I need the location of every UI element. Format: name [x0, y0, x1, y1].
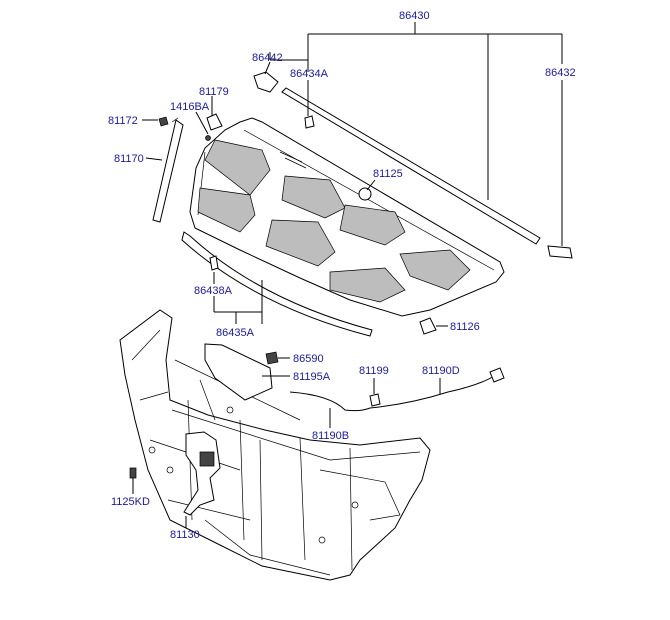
label-1125KD: 1125KD	[111, 496, 150, 508]
clip-81179	[206, 113, 223, 131]
cable-end	[489, 367, 505, 383]
label-86432: 86432	[545, 67, 576, 79]
label-81170: 81170	[114, 153, 144, 165]
strip-end-cap	[547, 245, 573, 259]
hood-pocket	[281, 175, 346, 219]
label-81179: 81179	[199, 86, 229, 98]
label-86590: 86590	[293, 353, 324, 365]
bracket-81195A	[204, 343, 273, 401]
front-frame	[119, 309, 431, 581]
label-86438A: 86438A	[194, 285, 233, 297]
bolt-81172	[158, 116, 169, 127]
leader-lines	[132, 22, 563, 528]
hood-pocket	[197, 187, 256, 233]
label-86434A: 86434A	[290, 68, 329, 80]
stay-rod-81170	[152, 119, 184, 223]
hood-panel	[189, 117, 505, 317]
hood-pocket	[265, 219, 336, 267]
clip-86590	[265, 351, 279, 365]
label-81195A: 81195A	[293, 371, 331, 383]
label-81130: 81130	[170, 529, 200, 541]
cable-81190	[289, 374, 497, 412]
pin-86438A	[209, 255, 219, 271]
label-81199: 81199	[359, 365, 389, 377]
seal-strip-86435A	[181, 231, 373, 337]
hood-pocket	[339, 204, 406, 246]
hood-pocket	[399, 249, 471, 291]
weatherstrip-86432	[281, 87, 541, 245]
label-81172: 81172	[108, 115, 138, 127]
bolt-1125KD	[129, 467, 137, 479]
label-81126: 81126	[450, 321, 480, 333]
label-81190D: 81190D	[422, 365, 460, 377]
label-81125: 81125	[373, 168, 403, 180]
bolt-1416BA	[205, 135, 211, 141]
label-1416BA: 1416BA	[170, 101, 210, 113]
bumper-86442	[253, 71, 279, 93]
part-labels: 86430 86442 86434A 86432 81179 1416BA 81…	[108, 10, 576, 541]
hood-hole	[358, 187, 372, 201]
clip-81199	[369, 393, 381, 407]
label-81190B: 81190B	[312, 430, 349, 442]
label-86442: 86442	[252, 52, 283, 64]
bumper-81126	[419, 317, 437, 335]
hood-pocket	[329, 267, 406, 303]
label-86430: 86430	[399, 10, 430, 22]
hood-pocket	[204, 139, 271, 196]
stop-86434A	[304, 115, 315, 129]
label-86435A: 86435A	[216, 327, 255, 339]
